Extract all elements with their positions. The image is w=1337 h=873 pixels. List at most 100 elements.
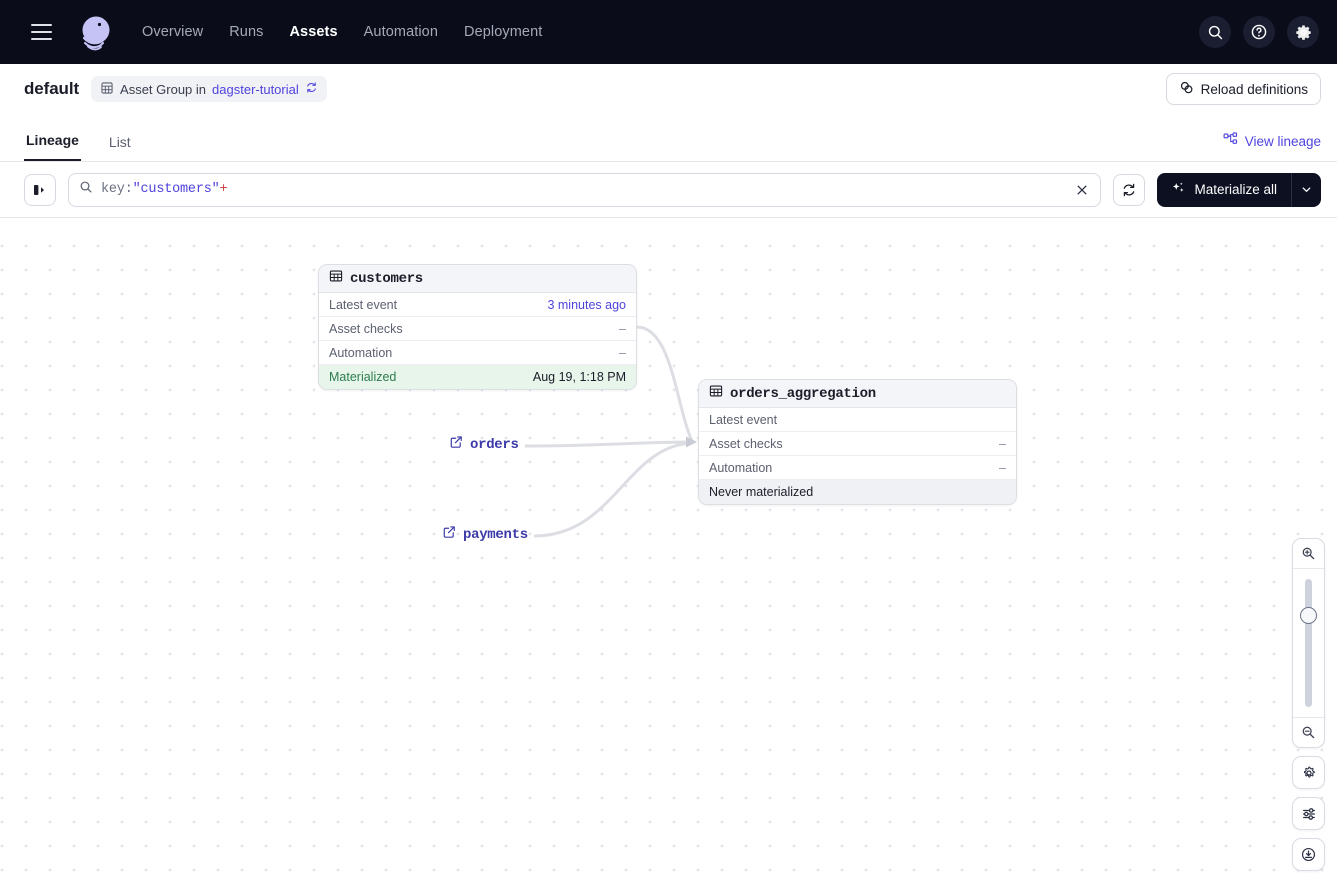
external-link-icon — [449, 435, 463, 454]
row-label: Asset checks — [709, 436, 783, 451]
row-value[interactable]: 3 minutes ago — [547, 297, 626, 312]
row-label: Materialized — [329, 370, 397, 384]
row-value: – — [999, 460, 1006, 475]
asset-lineage-canvas[interactable]: customers Latest event 3 minutes ago Ass… — [0, 224, 1337, 873]
nav-link-deployment[interactable]: Deployment — [464, 24, 543, 40]
asset-query-search-input[interactable]: key:"customers"+ — [68, 172, 1102, 207]
dagster-logo[interactable] — [76, 12, 116, 52]
row-label: Asset checks — [329, 321, 403, 336]
edge-customers-to-orders-aggregation — [636, 325, 694, 442]
asset-node-row-materialized[interactable]: Materialized Aug 19, 1:18 PM — [319, 365, 636, 389]
query-token-key: key — [101, 182, 125, 197]
nav-link-automation[interactable]: Automation — [363, 24, 439, 40]
edge-payments-to-orders-aggregation — [533, 441, 693, 538]
row-label: Automation — [709, 460, 773, 475]
nav-link-overview[interactable]: Overview — [142, 24, 204, 40]
reload-definitions-label: Reload definitions — [1200, 81, 1308, 97]
panel-toggle-icon[interactable] — [24, 173, 56, 206]
materialize-options-caret[interactable] — [1291, 172, 1321, 207]
external-asset-node-orders[interactable]: orders — [449, 435, 519, 454]
page-title: default — [24, 79, 80, 98]
table-icon — [329, 269, 343, 288]
top-nav-actions — [1199, 0, 1319, 64]
lineage-icon — [1223, 132, 1238, 150]
view-lineage-button[interactable]: View lineage — [1223, 132, 1321, 150]
graph-edges — [524, 325, 697, 538]
row-value: – — [999, 436, 1006, 451]
external-asset-label: orders — [470, 436, 519, 453]
breadcrumb-prefix: Asset Group in — [120, 81, 207, 97]
external-asset-node-payments[interactable]: payments — [442, 525, 528, 544]
row-value: – — [619, 321, 626, 336]
main-nav-links: Overview Runs Assets Automation Deployme… — [142, 24, 542, 40]
tab-list[interactable]: List — [108, 134, 131, 150]
page-header: default Asset Group in dagster-tutorial … — [0, 64, 1337, 114]
asset-node-title: customers — [350, 270, 423, 287]
graph-toolbar: key:"customers"+ Materialize all — [0, 162, 1337, 218]
zoom-slider-handle[interactable] — [1300, 607, 1317, 624]
graph-settings-gear-icon[interactable] — [1292, 756, 1325, 789]
zoom-controls — [1292, 538, 1325, 871]
asset-node-row-automation[interactable]: Automation – — [699, 456, 1016, 480]
divider — [1293, 717, 1324, 718]
gear-icon[interactable] — [1287, 16, 1319, 48]
top-navigation-bar: Overview Runs Assets Automation Deployme… — [0, 0, 1337, 64]
graph-filters-sliders-icon[interactable] — [1292, 797, 1325, 830]
asset-node-row-latest-event[interactable]: Latest event — [699, 408, 1016, 432]
row-label: Never materialized — [709, 485, 814, 499]
asset-node-row-never-materialized[interactable]: Never materialized — [699, 480, 1016, 504]
zoom-out-icon[interactable] — [1292, 718, 1325, 747]
asset-node-customers[interactable]: customers Latest event 3 minutes ago Ass… — [318, 264, 637, 390]
zoom-slider-track[interactable] — [1305, 579, 1312, 707]
asset-node-row-automation[interactable]: Automation – — [319, 341, 636, 365]
tab-lineage[interactable]: Lineage — [24, 132, 81, 161]
reload-definitions-button[interactable]: Reload definitions — [1165, 73, 1321, 105]
fit-to-screen-icon[interactable] — [1292, 838, 1325, 871]
external-link-icon — [442, 525, 456, 544]
close-icon[interactable] — [1072, 180, 1092, 200]
help-circle-icon[interactable] — [1243, 16, 1275, 48]
sparkle-icon — [1171, 181, 1186, 199]
query-token-colon: : — [124, 182, 133, 197]
row-label: Latest event — [709, 412, 778, 427]
external-asset-label: payments — [463, 526, 528, 543]
search-icon — [79, 180, 93, 199]
materialize-all-label: Materialize all — [1194, 182, 1277, 197]
divider — [1293, 568, 1324, 569]
zoom-slider[interactable] — [1292, 569, 1325, 717]
refresh-graph-button[interactable] — [1113, 173, 1146, 206]
materialize-all-group: Materialize all — [1157, 172, 1321, 207]
asset-node-header: orders_aggregation — [699, 380, 1016, 408]
nav-link-assets[interactable]: Assets — [289, 24, 338, 40]
zoom-in-icon[interactable] — [1292, 539, 1325, 568]
row-value: – — [619, 345, 626, 360]
row-label: Automation — [329, 345, 393, 360]
search-icon[interactable] — [1199, 16, 1231, 48]
edge-orders-to-orders-aggregation — [524, 440, 693, 448]
asset-node-title: orders_aggregation — [730, 385, 876, 402]
breadcrumb-link-dagster-tutorial[interactable]: dagster-tutorial — [212, 81, 299, 97]
edge-arrowhead — [686, 436, 697, 448]
hamburger-menu-icon[interactable] — [24, 15, 58, 49]
asset-group-breadcrumb[interactable]: Asset Group in dagster-tutorial — [91, 76, 327, 102]
lineage-list-tabs: Lineage List View lineage — [0, 114, 1337, 162]
table-icon — [709, 384, 723, 403]
zoom-slider-stack — [1292, 538, 1325, 748]
view-lineage-label: View lineage — [1244, 133, 1321, 149]
asset-node-row-asset-checks[interactable]: Asset checks – — [699, 432, 1016, 456]
query-token-plus: + — [219, 182, 228, 197]
row-value: Aug 19, 1:18 PM — [532, 370, 626, 384]
nav-link-runs[interactable]: Runs — [229, 24, 264, 40]
asset-group-icon — [100, 81, 114, 98]
asset-node-row-latest-event[interactable]: Latest event 3 minutes ago — [319, 293, 636, 317]
asset-node-row-asset-checks[interactable]: Asset checks – — [319, 317, 636, 341]
query-token-value: "customers" — [132, 182, 220, 197]
row-label: Latest event — [329, 297, 398, 312]
reload-icon — [1179, 80, 1194, 98]
search-query-text[interactable]: key:"customers"+ — [101, 182, 1064, 197]
chevron-down-icon — [1302, 187, 1311, 192]
asset-node-header: customers — [319, 265, 636, 293]
refresh-icon[interactable] — [305, 81, 318, 97]
asset-node-orders-aggregation[interactable]: orders_aggregation Latest event Asset ch… — [698, 379, 1017, 505]
materialize-all-button[interactable]: Materialize all — [1157, 172, 1291, 207]
